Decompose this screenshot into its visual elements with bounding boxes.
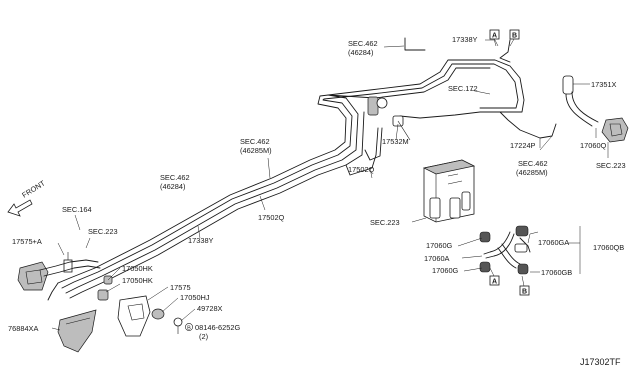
label-sec-223-canister: SEC.223	[370, 218, 400, 227]
label-17050hj: 17050HJ	[180, 293, 210, 302]
label-17050hk-a: 17050HK	[122, 264, 153, 273]
label-17050hk-b: 17050HK	[122, 276, 153, 285]
bolt-prefix-circle	[185, 323, 193, 331]
label-sec-462-mid-a-sub: (46285M)	[240, 146, 272, 155]
label-sec-462-top: SEC.462	[348, 39, 378, 48]
label-49728x: 49728X	[197, 304, 223, 313]
front-label: FRONT	[20, 178, 47, 199]
label-17575-a: 17575+A	[12, 237, 42, 246]
part-labels: SEC.462 (46284) 17338Y 17351X SEC.172 17…	[8, 35, 626, 367]
main-fuel-lines	[57, 37, 557, 299]
ref-box-a-bottom: A	[489, 275, 500, 286]
label-17338y-low: 17338Y	[188, 236, 214, 245]
hose-17351x	[562, 75, 599, 127]
label-17338y-top: 17338Y	[452, 35, 478, 44]
label-17060g-a: 17060G	[426, 241, 453, 250]
ref-box-a-top: A	[489, 29, 500, 40]
label-sec-462-rm-sub: (46285M)	[516, 168, 548, 177]
label-17060qb: 17060QB	[593, 243, 624, 252]
label-sec-462-mid-b-sub: (46284)	[160, 182, 185, 191]
label-17060q: 17060Q	[580, 141, 607, 150]
label-sec-223-right: SEC.223	[596, 161, 626, 170]
bracket-17060q	[601, 117, 629, 143]
ref-a-top-label: A	[492, 33, 497, 40]
evap-canister	[422, 159, 476, 223]
label-sec-462-top-sub: (46284)	[348, 48, 373, 57]
canister-hoses	[479, 225, 531, 275]
label-sec-164: SEC.164	[62, 205, 92, 214]
label-17532m: 17532M	[382, 137, 409, 146]
label-17224p: 17224P	[510, 141, 536, 150]
label-17351x: 17351X	[591, 80, 617, 89]
leader-lines	[51, 39, 609, 331]
label-17502q-low: 17502Q	[258, 213, 285, 222]
label-sec-462-mid-a: SEC.462	[240, 137, 270, 146]
label-sec-223-left: SEC.223	[88, 227, 118, 236]
ref-b-top-label: B	[512, 33, 517, 40]
ref-box-b-top: B	[509, 29, 520, 40]
ref-box-b-bottom: B	[519, 285, 530, 296]
label-sec-172: SEC.172	[448, 84, 478, 93]
label-76884xa: 76884XA	[8, 324, 38, 333]
label-bolt-prefix: B	[187, 326, 191, 332]
label-17060gb: 17060GB	[541, 268, 572, 277]
label-bolt: 08146-6252G	[195, 323, 240, 332]
label-17060a: 17060A	[424, 254, 450, 263]
label-17060g-b: 17060G	[432, 266, 459, 275]
ref-a-bottom-label: A	[492, 279, 497, 286]
label-sec-462-mid-b: SEC.462	[160, 173, 190, 182]
diagram-code: J17302TF	[580, 357, 621, 367]
label-sec-462-rm: SEC.462	[518, 159, 548, 168]
filler-area-parts	[17, 252, 183, 353]
ref-b-bottom-label: B	[522, 289, 527, 296]
front-arrow: FRONT	[7, 178, 47, 217]
label-17502q-mid: 17502Q	[348, 165, 375, 174]
vapor-valve-part	[367, 96, 411, 141]
label-17575: 17575	[170, 283, 191, 292]
label-bolt-qty: (2)	[199, 332, 208, 341]
label-17060ga-a: 17060GA	[538, 238, 569, 247]
